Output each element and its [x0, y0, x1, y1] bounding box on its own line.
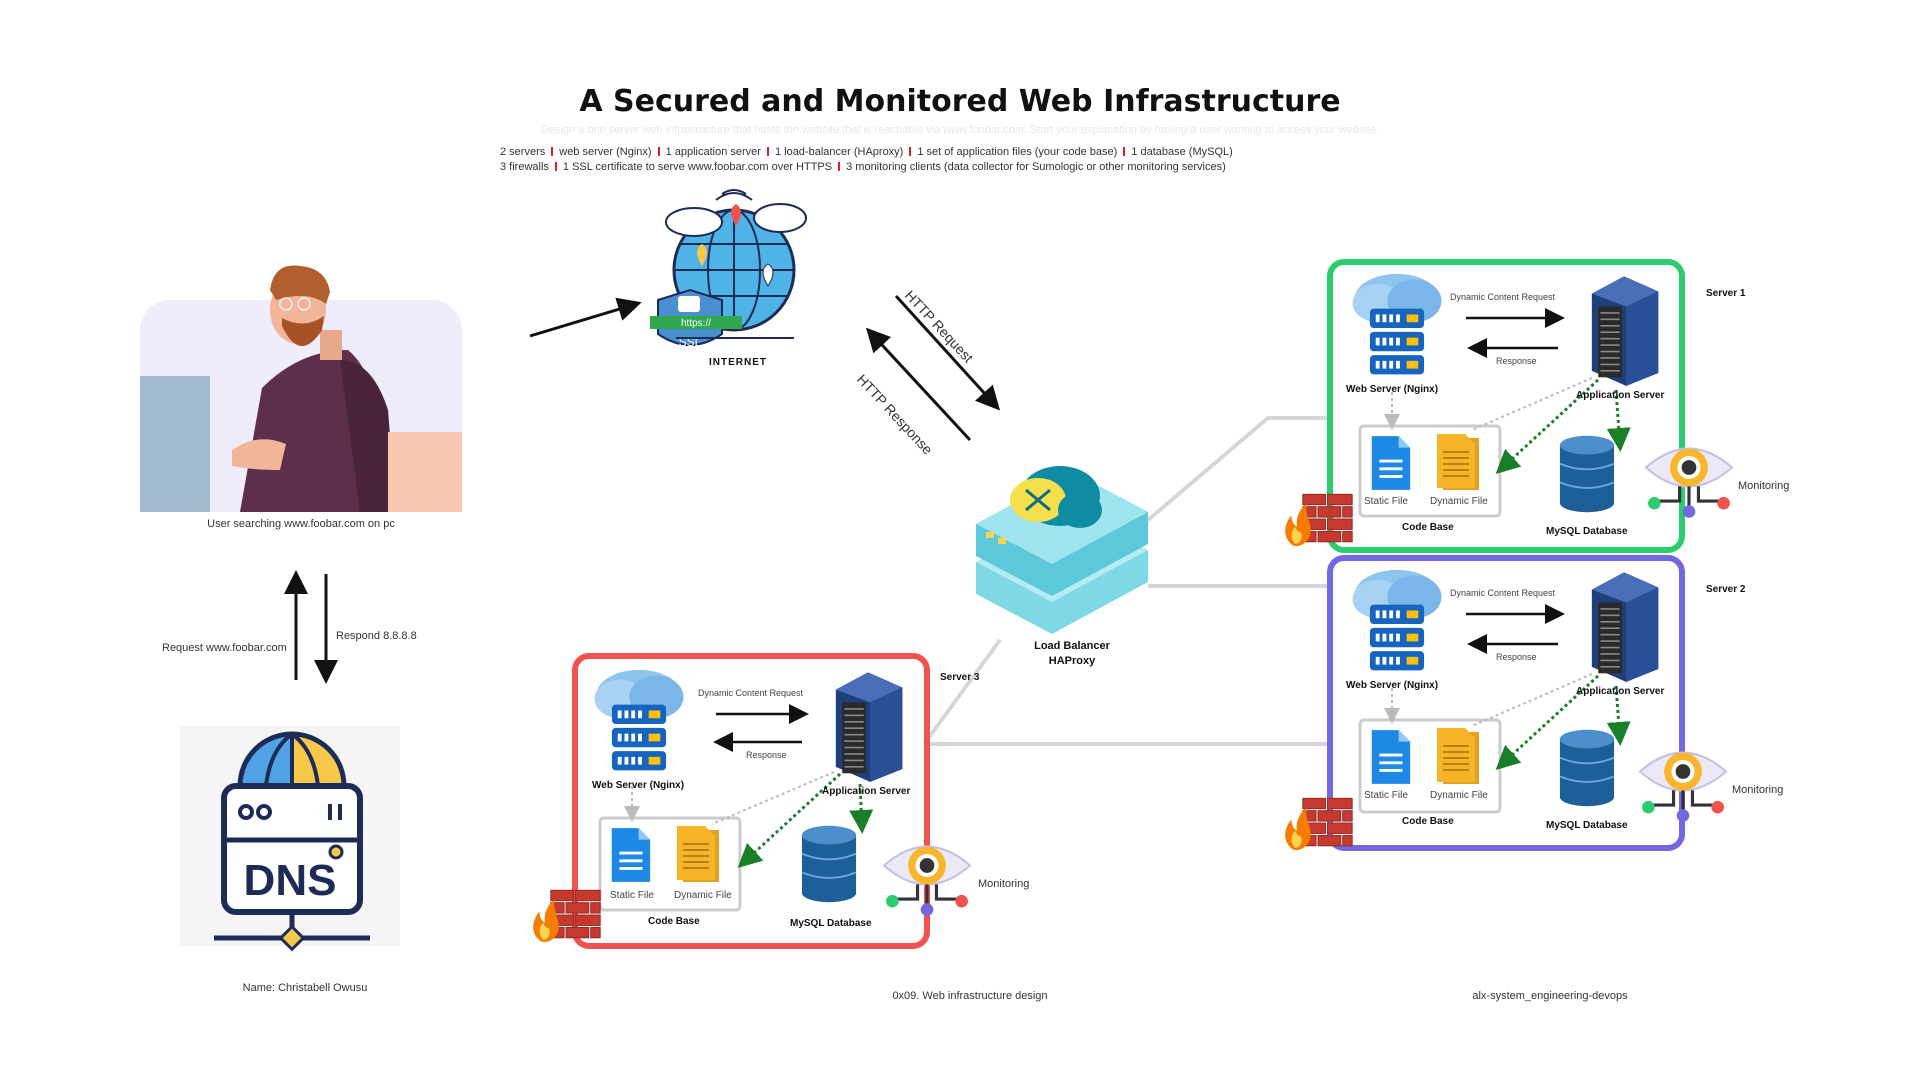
req-item: 1 set of application files (your code ba…	[917, 146, 1118, 158]
server-1-contents	[1284, 273, 1734, 547]
server-2-contents	[1284, 569, 1728, 851]
req-item: 1 application server	[665, 146, 761, 158]
server-2-codebase-label: Code Base	[1402, 816, 1454, 827]
page-subtitle: Design a one server web infrastructure t…	[540, 124, 1380, 136]
server-3-name: Server 3	[940, 672, 980, 683]
user-caption: User searching www.foobar.com on pc	[207, 518, 395, 530]
server-3-box	[572, 653, 930, 949]
dns-respond-label: Respond 8.8.8.8	[336, 630, 417, 642]
server-3-contents	[532, 669, 972, 943]
server-2-app-label: Application Server	[1576, 686, 1665, 697]
server-2-name: Server 2	[1706, 584, 1746, 595]
server-3-monitor-label: Monitoring	[978, 878, 1030, 890]
user-illustration	[140, 265, 462, 512]
req-item: 1 SSL certificate to serve www.foobar.co…	[562, 161, 833, 173]
server-2-dynamic-label: Dynamic File	[1430, 790, 1488, 801]
lb-connections	[922, 416, 1330, 746]
server-2-db-label: MySQL Database	[1546, 820, 1628, 831]
server-3-codebase-label: Code Base	[648, 916, 700, 927]
footer-name: Name: Christabell Owusu	[242, 982, 368, 994]
server-2-dyn-req: Dynamic Content Request	[1450, 588, 1556, 598]
server-1-box	[1327, 259, 1685, 553]
server-3-static-label: Static File	[610, 890, 654, 901]
requirements-line-2: 3 firewalls 1 SSL certificate to serve ww…	[500, 161, 1226, 173]
lb-label-1: Load Balancer	[1034, 640, 1110, 652]
server-1-web-label: Web Server (Nginx)	[1346, 384, 1439, 395]
requirements-line-1: 2 servers web server (Nginx) 1 application…	[500, 146, 1233, 158]
server-2-box	[1327, 555, 1685, 851]
dns-exchange-arrows	[284, 570, 338, 684]
server-2-monitor-label: Monitoring	[1732, 784, 1784, 796]
lb-label-2: HAProxy	[1048, 655, 1096, 667]
http-request-label: HTTP Request	[902, 287, 977, 366]
server-3-response: Response	[746, 750, 787, 760]
server-3-app-label: Application Server	[822, 786, 911, 797]
https-tag: https://	[681, 318, 711, 329]
server-3-db-label: MySQL Database	[790, 918, 872, 929]
dns-icon-text: DNS	[244, 856, 337, 905]
req-item: 2 servers	[500, 146, 546, 158]
req-item: web server (Nginx)	[559, 146, 652, 158]
user-to-internet-arrow	[529, 297, 642, 338]
req-item: 1 database (MySQL)	[1131, 146, 1233, 158]
http-response-label: HTTP Response	[854, 371, 936, 458]
server-3-dynamic-label: Dynamic File	[674, 890, 732, 901]
server-1-response: Response	[1496, 356, 1537, 366]
req-item: 1 load-balancer (HAproxy)	[774, 146, 904, 158]
server-2-web-label: Web Server (Nginx)	[1346, 680, 1439, 691]
server-1-db-label: MySQL Database	[1546, 526, 1628, 537]
server-1-monitor-label: Monitoring	[1738, 480, 1790, 492]
dns-server-icon: DNS	[180, 726, 400, 952]
server-1-codebase-label: Code Base	[1402, 522, 1454, 533]
http-arrows: HTTP Request HTTP Response	[854, 287, 1001, 458]
req-item: 3 firewalls	[500, 161, 549, 173]
page-title: A Secured and Monitored Web Infrastructu…	[579, 84, 1341, 119]
server-2-static-label: Static File	[1364, 790, 1408, 801]
server-1-dyn-req: Dynamic Content Request	[1450, 292, 1556, 302]
footer-project: 0x09. Web infrastructure design	[892, 990, 1048, 1002]
internet-globe-icon: https:// SSL	[650, 189, 807, 349]
server-1-static-label: Static File	[1364, 496, 1408, 507]
req-item: 3 monitoring clients (data collector for…	[846, 161, 1226, 173]
server-3-dyn-req: Dynamic Content Request	[698, 688, 804, 698]
server-1-dynamic-label: Dynamic File	[1430, 496, 1488, 507]
server-3-web-label: Web Server (Nginx)	[592, 780, 685, 791]
dns-request-label: Request www.foobar.com	[162, 642, 287, 654]
server-1-app-label: Application Server	[1576, 390, 1665, 401]
footer-repo: alx-system_engineering-devops	[1472, 990, 1628, 1002]
server-1-name: Server 1	[1706, 288, 1746, 299]
internet-label: INTERNET	[709, 357, 767, 368]
load-balancer-icon	[976, 466, 1148, 634]
server-2-response: Response	[1496, 652, 1537, 662]
